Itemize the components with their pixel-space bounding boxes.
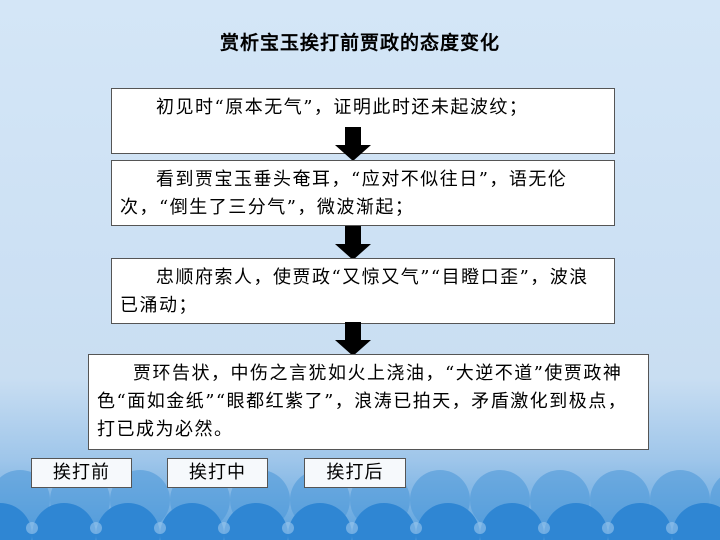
after-beating-button[interactable]: 挨打后 [304, 458, 406, 488]
during-beating-button[interactable]: 挨打中 [167, 458, 268, 488]
step-box-2: 看到贾宝玉垂头奄耳，“应对不似往日”，语无伦次，“倒生了三分气”，微波渐起； [111, 160, 615, 226]
step-box-1: 初见时“原本无气”，证明此时还未起波纹； [111, 88, 615, 154]
step-box-3: 忠顺府索人，使贾政“又惊又气”“目瞪口歪”，波浪已涌动； [111, 258, 615, 324]
page-title: 赏析宝玉挨打前贾政的态度变化 [219, 32, 500, 54]
step-box-4: 贾环告状，中伤之言犹如火上浇油，“大逆不道”使贾政神色“面如金纸”“眼都红紫了”… [88, 354, 649, 450]
down-arrow-icon [335, 127, 371, 161]
before-beating-button[interactable]: 挨打前 [31, 458, 132, 488]
down-arrow-icon [335, 322, 371, 356]
down-arrow-icon [335, 226, 371, 260]
